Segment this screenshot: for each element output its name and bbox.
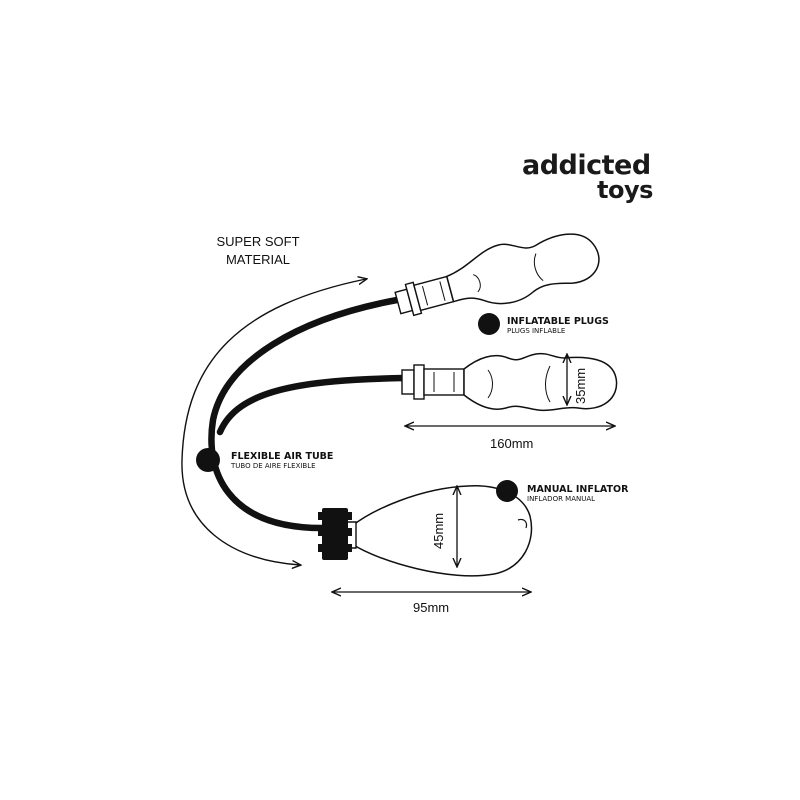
plugs-label: INFLATABLE PLUGS PLUGS INFLABLE	[507, 316, 609, 335]
material-arrow	[181, 279, 366, 565]
plugs-label-subtitle: PLUGS INFLABLE	[507, 327, 566, 335]
inflatable-plug-upper	[394, 233, 600, 317]
tube-label-subtitle: TUBO DE AIRE FLEXIBLE	[231, 462, 316, 470]
bulb-diameter-label: 45mm	[431, 512, 446, 549]
plug-length-label: 160mm	[490, 436, 534, 451]
material-label-line1: SUPER SOFT	[216, 234, 300, 249]
brand-logo-line1: addicted	[522, 150, 651, 181]
tube-label-title: FLEXIBLE AIR TUBE	[231, 451, 334, 462]
inflatable-plug-lower	[401, 352, 618, 412]
plugs-label-title: INFLATABLE PLUGS	[507, 316, 609, 327]
tube-label: FLEXIBLE AIR TUBE TUBO DE AIRE FLEXIBLE	[231, 451, 333, 470]
inflator-label: MANUAL INFLATOR INFLADOR MANUAL	[527, 484, 628, 503]
air-tube-lower	[216, 374, 408, 436]
manual-inflator	[318, 485, 533, 577]
inflator-label-subtitle: INFLADOR MANUAL	[527, 495, 596, 503]
material-label: SUPER SOFT MATERIAL	[212, 233, 304, 269]
air-tube-upper	[208, 296, 401, 532]
plugs-callout-dot	[478, 313, 500, 335]
inflator-label-title: MANUAL INFLATOR	[527, 484, 629, 495]
material-label-line2: MATERIAL	[225, 252, 291, 267]
bulb-length-label: 95mm	[413, 600, 450, 615]
brand-logo-line2: toys	[597, 176, 653, 204]
tube-callout-dot	[196, 448, 220, 472]
plug-diameter-label: 35mm	[573, 367, 588, 404]
inflator-callout-dot	[496, 480, 518, 502]
